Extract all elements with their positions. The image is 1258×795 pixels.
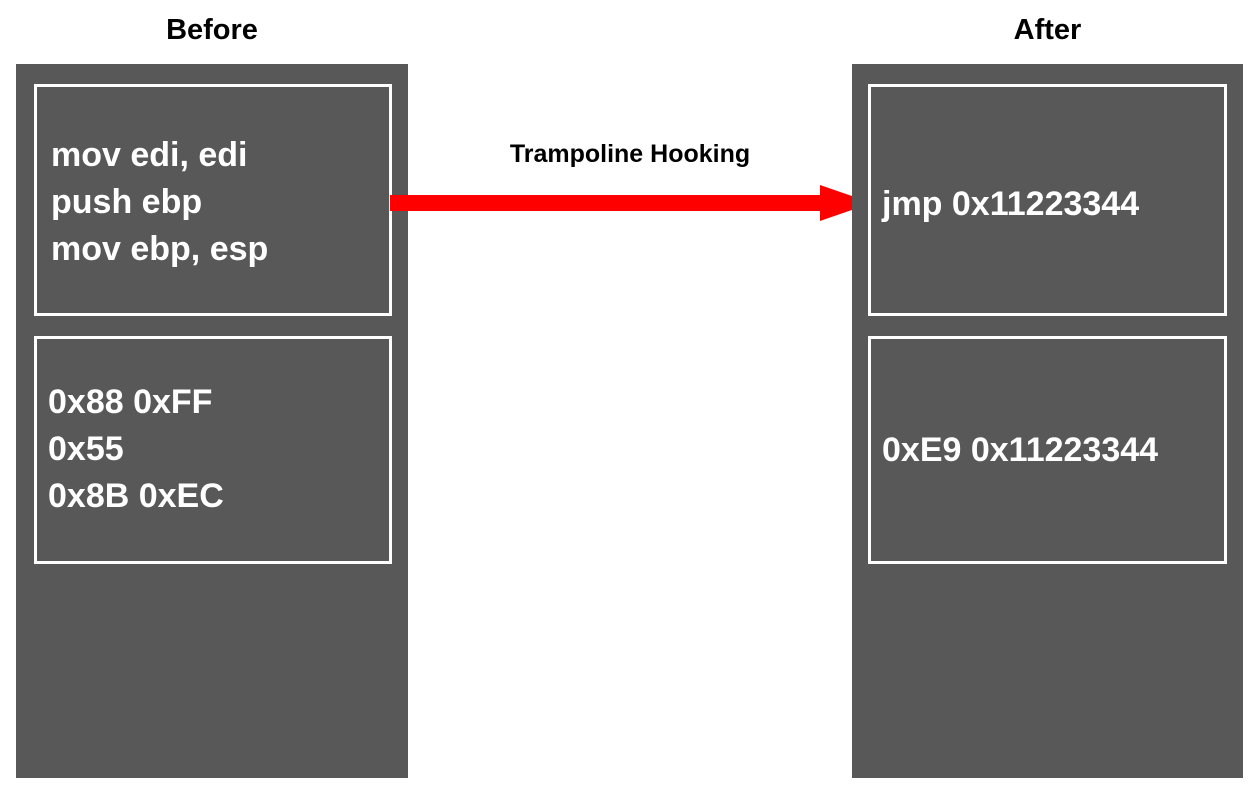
code-box-after-opcodes [868,336,1227,564]
code-text-before-opcodes: 0x88 0xFF 0x55 0x8B 0xEC [48,379,224,520]
code-line: 0x8B 0xEC [48,477,224,515]
panel-after [852,64,1243,778]
code-line: 0xE9 0x11223344 [882,431,1159,469]
column-heading-after: After [1013,14,1082,46]
code-line: 0x55 [48,430,124,468]
arrow-label: Trampoline Hooking [509,140,751,168]
code-line: jmp 0x11223344 [882,185,1140,223]
column-heading-before: Before [166,14,258,46]
code-line: 0x88 0xFF [48,383,213,421]
code-text-after-opcodes: 0xE9 0x11223344 [882,427,1158,474]
code-text-before-assembly: mov edi, edi push ebp mov ebp, esp [51,132,268,273]
panel-before [16,64,408,778]
code-line: mov edi, edi [51,136,248,174]
code-text-after-assembly: jmp 0x11223344 [882,181,1139,228]
code-box-after-assembly [868,84,1227,316]
trampoline-arrow-icon [390,185,872,221]
code-line: push ebp [51,183,203,221]
code-box-before-opcodes [34,336,392,564]
code-line: mov ebp, esp [51,230,269,268]
